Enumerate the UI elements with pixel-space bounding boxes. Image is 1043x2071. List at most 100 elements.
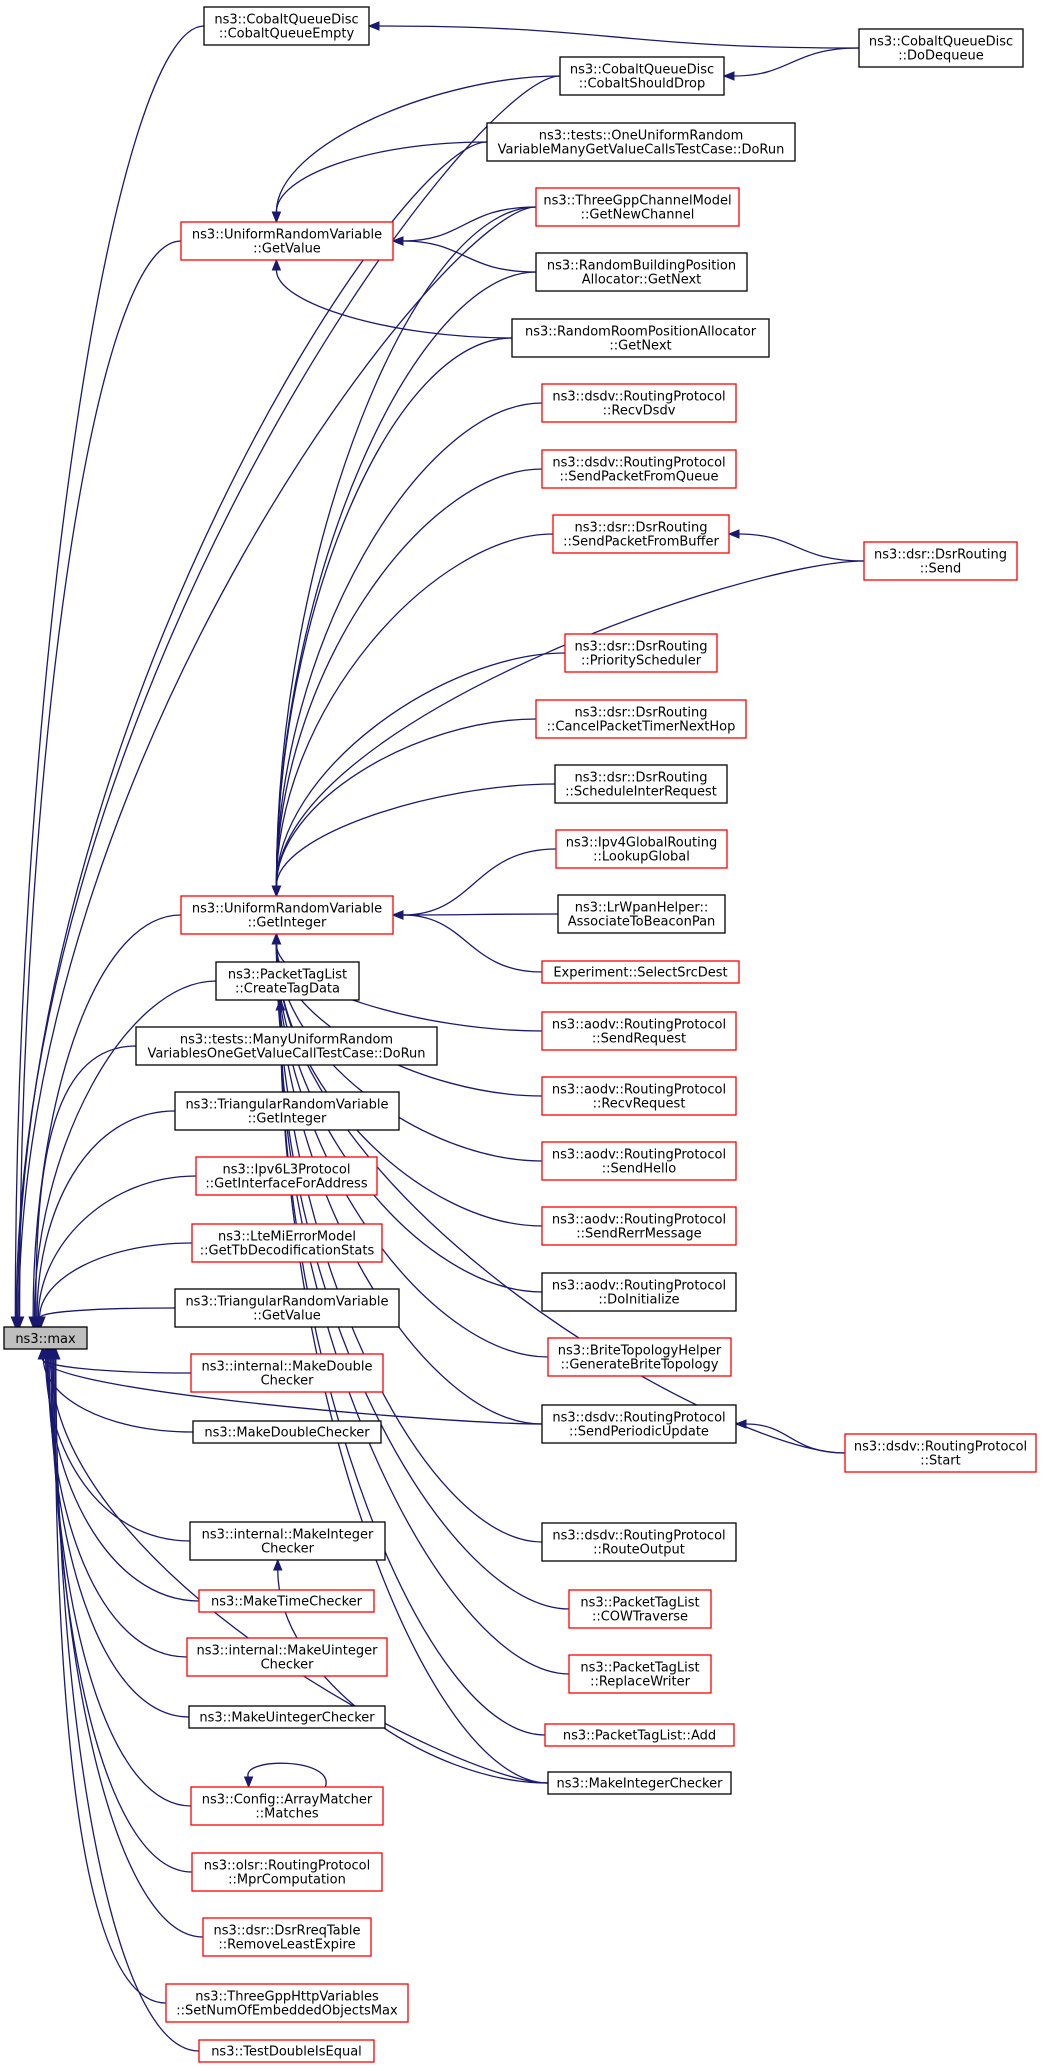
node-dsdvspq[interactable]: ns3::dsdv::RoutingProtocol::SendPacketFr… — [541, 449, 737, 489]
node-label: ::CancelPacketTimerNextHop — [547, 720, 736, 735]
node-label: ::SendPacketFromBuffer — [563, 535, 719, 550]
node-ptlcow[interactable]: ns3::PacketTagList::COWTraverse — [568, 1589, 712, 1629]
node-mdc[interactable]: ns3::MakeDoubleChecker — [192, 1420, 382, 1444]
node-label: ::GetNext — [609, 339, 671, 354]
node-label: ns3::internal::MakeUinteger — [197, 1644, 379, 1659]
node-rbpa[interactable]: ns3::RandomBuildingPositionAllocator::Ge… — [535, 252, 748, 292]
node-cqe[interactable]: ns3::CobaltQueueDisc::CobaltQueueEmpty — [203, 6, 370, 46]
node-http[interactable]: ns3::ThreeGppHttpVariables::SetNumOfEmbe… — [165, 1983, 409, 2023]
node-dsrps[interactable]: ns3::dsr::DsrRouting::PriorityScheduler — [564, 633, 718, 673]
node-ptlrw[interactable]: ns3::PacketTagList::ReplaceWriter — [568, 1654, 712, 1694]
node-muc[interactable]: ns3::MakeUintegerChecker — [188, 1705, 386, 1729]
node-aodvsre[interactable]: ns3::aodv::RoutingProtocol::SendRerrMess… — [541, 1206, 737, 1246]
node-cqd[interactable]: ns3::CobaltQueueDisc::DoDequeue — [858, 28, 1024, 68]
node-dsrrt[interactable]: ns3::dsr::DsrRreqTable::RemoveLeastExpir… — [202, 1917, 372, 1957]
node-mic[interactable]: ns3::MakeIntegerChecker — [547, 1771, 732, 1795]
node-brite[interactable]: ns3::BriteTopologyHelper::GenerateBriteT… — [547, 1337, 732, 1377]
node-label: ::GetInteger — [248, 1112, 327, 1127]
edge-ipv6-root — [33, 1175, 197, 1329]
node-rrpa[interactable]: ns3::RandomRoomPositionAllocator::GetNex… — [511, 318, 770, 358]
node-label: ::COWTraverse — [592, 1610, 688, 1625]
node-label: ns3::PacketTagList — [580, 1661, 699, 1676]
node-ptladd[interactable]: ns3::PacketTagList::Add — [544, 1723, 735, 1747]
node-label: ::CobaltShouldDrop — [579, 77, 706, 92]
node-imuc[interactable]: ns3::internal::MakeUintegerChecker — [186, 1637, 388, 1677]
edge-mdc-root — [38, 1347, 194, 1433]
node-dsdvstart[interactable]: ns3::dsdv::RoutingProtocol::Start — [844, 1433, 1037, 1473]
node-label: ns3::dsr::DsrRouting — [575, 521, 708, 536]
node-label: ns3::Ipv6L3Protocol — [223, 1163, 351, 1178]
node-exp[interactable]: Experiment::SelectSrcDest — [541, 960, 740, 984]
node-label: ns3::dsr::DsrRouting — [874, 548, 1007, 563]
node-dsdvro[interactable]: ns3::dsdv::RoutingProtocol::RouteOutput — [541, 1522, 737, 1562]
node-label: ns3::tests::ManyUniformRandom — [180, 1033, 393, 1048]
node-trvgv[interactable]: ns3::TriangularRandomVariable::GetValue — [174, 1288, 400, 1328]
node-onemany[interactable]: ns3::tests::OneUniformRandomVariableMany… — [486, 122, 796, 162]
node-ipv6[interactable]: ns3::Ipv6L3Protocol::GetInterfaceForAddr… — [195, 1156, 378, 1196]
node-urvgi[interactable]: ns3::UniformRandomVariable::GetInteger — [180, 895, 394, 935]
node-label: ::GetNewChannel — [581, 208, 695, 223]
edge-tdie-root — [51, 1347, 200, 2052]
node-trvgi[interactable]: ns3::TriangularRandomVariable::GetIntege… — [174, 1091, 400, 1131]
node-label: Allocator::GetNext — [582, 273, 702, 288]
node-label: ns3::dsdv::RoutingProtocol — [854, 1440, 1027, 1455]
node-imic[interactable]: ns3::internal::MakeIntegerChecker — [189, 1521, 386, 1561]
node-aodvrr[interactable]: ns3::aodv::RoutingProtocol::RecvRequest — [541, 1076, 737, 1116]
node-csd[interactable]: ns3::CobaltQueueDisc::CobaltShouldDrop — [559, 56, 725, 96]
node-label: ::Matches — [255, 1807, 318, 1822]
node-label: ns3::Config::ArrayMatcher — [202, 1793, 373, 1808]
edge-cqd-csd — [722, 47, 860, 81]
node-label: ns3::olsr::RoutingProtocol — [204, 1859, 371, 1874]
node-ptlctd[interactable]: ns3::PacketTagList::CreateTagData — [215, 961, 360, 1001]
node-mtc[interactable]: ns3::MakeTimeChecker — [198, 1589, 375, 1613]
edge-dsrsir-urvgi — [271, 783, 556, 898]
node-label: Checker — [261, 1374, 315, 1389]
node-aodvdi[interactable]: ns3::aodv::RoutingProtocol::DoInitialize — [541, 1272, 737, 1312]
node-dsrcpt[interactable]: ns3::dsr::DsrRouting::CancelPacketTimerN… — [535, 699, 747, 739]
node-label: ns3::PacketTagList — [580, 1596, 699, 1611]
node-dsdvrecv[interactable]: ns3::dsdv::RoutingProtocol::RecvDsdv — [541, 383, 737, 423]
node-tgpp[interactable]: ns3::ThreeGppChannelModel::GetNewChannel — [535, 187, 740, 227]
edge-dsdvspu-root — [38, 1347, 543, 1425]
node-aodvsh[interactable]: ns3::aodv::RoutingProtocol::SendHello — [541, 1141, 737, 1181]
node-urvgv[interactable]: ns3::UniformRandomVariable::GetValue — [180, 221, 394, 261]
node-label: ns3::dsr::DsrRreqTable — [213, 1924, 360, 1939]
node-dsrspb[interactable]: ns3::dsr::DsrRouting::SendPacketFromBuff… — [552, 514, 730, 554]
edge-dsrcpt-urvgi — [271, 718, 537, 898]
node-dsdvspu[interactable]: ns3::dsdv::RoutingProtocol::SendPeriodic… — [541, 1404, 737, 1444]
node-lrwpan[interactable]: ns3::LrWpanHelper::AssociateToBeaconPan — [557, 894, 726, 934]
edge-ltemi-root — [34, 1242, 193, 1329]
node-label: ::LookupGlobal — [593, 850, 690, 865]
edge-exp-urvgi — [391, 910, 543, 973]
node-label: ns3::dsdv::RoutingProtocol — [552, 1529, 725, 1544]
node-label: ::GetValue — [253, 242, 321, 257]
edge-dsdvrecv-urvgi — [271, 402, 543, 898]
node-dsrsir[interactable]: ns3::dsr::DsrRouting::ScheduleInterReque… — [554, 764, 728, 804]
node-label: ::GetInterfaceForAddress — [205, 1177, 367, 1192]
node-label: ns3::aodv::RoutingProtocol — [552, 1279, 726, 1294]
edge-rbpa-urvgi — [271, 271, 537, 898]
node-label: ::DoDequeue — [898, 49, 983, 64]
node-label: ::RecvRequest — [593, 1097, 686, 1112]
node-label: ns3::dsr::DsrRouting — [575, 706, 708, 721]
edge-manyone-root — [30, 1045, 137, 1329]
node-label: ::GetTbDecodificationStats — [200, 1244, 375, 1259]
node-olsr[interactable]: ns3::olsr::RoutingProtocol::MprComputati… — [191, 1852, 383, 1892]
node-ipv4lg[interactable]: ns3::Ipv4GlobalRouting::LookupGlobal — [555, 829, 728, 869]
edge-dsdvstart-dsdvspu — [734, 1419, 846, 1454]
node-imdc[interactable]: ns3::internal::MakeDoubleChecker — [190, 1353, 384, 1393]
edge-onemany-root — [12, 141, 488, 1329]
node-manyone[interactable]: ns3::tests::ManyUniformRandomVariablesOn… — [135, 1026, 438, 1066]
node-cam[interactable]: ns3::Config::ArrayMatcher::Matches — [190, 1786, 384, 1826]
node-ltemi[interactable]: ns3::LteMiErrorModel::GetTbDecodificatio… — [191, 1223, 383, 1263]
node-aodvsr[interactable]: ns3::aodv::RoutingProtocol::SendRequest — [541, 1011, 737, 1051]
node-tdie[interactable]: ns3::TestDoubleIsEqual — [198, 2039, 375, 2063]
edge-dsdvspq-urvgi — [271, 468, 543, 898]
node-label: ::MprComputation — [228, 1873, 346, 1888]
edge-cqe-root — [10, 25, 205, 1329]
node-label: VariablesOneGetValueCallTestCase::DoRun — [147, 1047, 425, 1062]
node-label: ns3::CobaltQueueDisc — [214, 13, 358, 28]
node-dsrsend[interactable]: ns3::dsr::DsrRouting::Send — [863, 541, 1018, 581]
node-label: VariableManyGetValueCallsTestCase::DoRun — [498, 143, 785, 158]
root-node-max[interactable]: ns3::max — [3, 1326, 88, 1350]
